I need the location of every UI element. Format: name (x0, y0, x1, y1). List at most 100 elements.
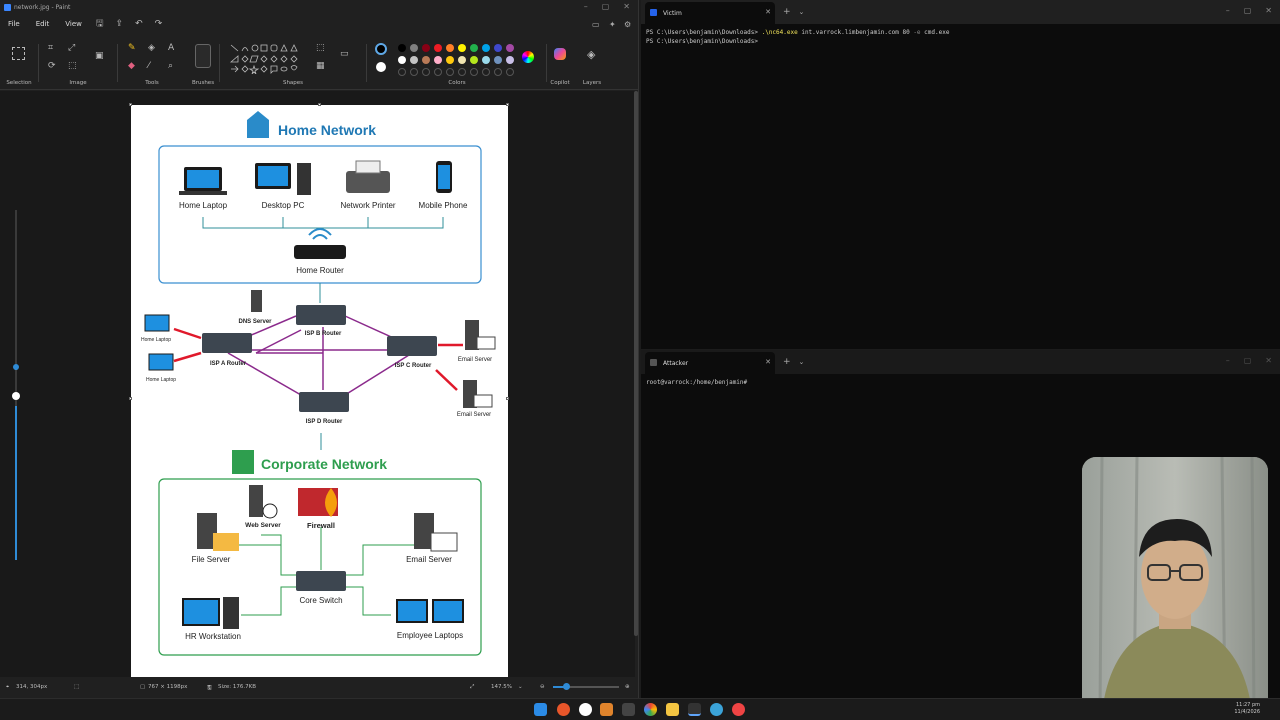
menu-view[interactable]: View (65, 20, 82, 28)
victim-terminal-output[interactable]: PS C:\Users\benjamin\Downloads> .\nc64.e… (641, 24, 1280, 50)
color-swatch[interactable] (410, 44, 418, 52)
file-explorer-icon[interactable] (666, 703, 679, 716)
custom-color-slot[interactable] (482, 68, 490, 76)
share-icon[interactable]: ⇪ (115, 19, 124, 29)
start-icon[interactable] (534, 703, 547, 716)
zoom-slider-thumb[interactable] (563, 683, 570, 690)
custom-color-slot[interactable] (410, 68, 418, 76)
custom-color-slot[interactable] (434, 68, 442, 76)
minimize-icon[interactable]: – (1225, 356, 1230, 365)
fit-icon[interactable]: ⤢ (470, 684, 475, 690)
color-swatch[interactable] (494, 44, 502, 52)
image-options-icon[interactable]: ▣ (95, 51, 104, 61)
redo-icon[interactable]: ↷ (154, 19, 163, 29)
windows-terminal-icon[interactable] (688, 703, 701, 716)
color-swatch[interactable] (398, 56, 406, 64)
custom-color-slot[interactable] (398, 68, 406, 76)
tab-victim[interactable]: Victim ✕ (645, 2, 775, 24)
custom-color-slot[interactable] (494, 68, 502, 76)
zoom-dropdown-icon[interactable]: ⌄ (518, 684, 523, 690)
save-icon[interactable]: 🖫 (95, 19, 104, 29)
outline-icon[interactable]: ⬚ (316, 43, 325, 53)
custom-color-slot[interactable] (422, 68, 430, 76)
shape-options-icon[interactable]: ▭ (340, 49, 349, 59)
color-swatch[interactable] (422, 56, 430, 64)
brush-size-slider[interactable] (12, 210, 20, 560)
rotate-icon[interactable]: ⟳ (48, 61, 56, 71)
tab-dropdown-icon[interactable]: ⌄ (798, 358, 805, 366)
custom-color-slot[interactable] (506, 68, 514, 76)
color-swatch[interactable] (482, 56, 490, 64)
new-tab-icon[interactable]: + (783, 7, 791, 17)
copilot-icon[interactable] (554, 48, 566, 60)
maximize-icon[interactable]: ▢ (1243, 356, 1252, 365)
color-swatch[interactable] (446, 56, 454, 64)
select-image-icon[interactable]: ⬚ (68, 61, 77, 71)
pin-icon[interactable]: ✦ (609, 20, 616, 29)
resize-handle[interactable] (129, 397, 132, 400)
burp-icon[interactable] (600, 703, 613, 716)
custom-color-slot[interactable] (458, 68, 466, 76)
vertical-scrollbar[interactable] (634, 91, 638, 636)
tab-attacker[interactable]: Attacker ✕ (645, 352, 775, 374)
custom-color-slot[interactable] (470, 68, 478, 76)
close-icon[interactable]: ✕ (623, 2, 630, 11)
zoom-level[interactable]: 147.5% (491, 684, 512, 690)
eraser-icon[interactable]: ◆ (128, 61, 135, 71)
menu-file[interactable]: File (8, 20, 20, 28)
slider-thumb[interactable] (13, 364, 19, 370)
resize-handle[interactable] (506, 103, 509, 106)
zoom-in-icon[interactable]: ⊕ (625, 684, 630, 690)
color-swatch[interactable] (434, 56, 442, 64)
magnifier-icon[interactable]: ⌕ (168, 61, 174, 71)
shape-fill-icon[interactable]: ▦ (316, 61, 325, 71)
crop-icon[interactable]: ⌗ (48, 43, 54, 53)
color-swatch[interactable] (458, 44, 466, 52)
close-icon[interactable]: ✕ (1265, 356, 1272, 365)
undo-icon[interactable]: ↶ (135, 19, 143, 29)
resize-icon[interactable]: ⤢ (68, 43, 76, 53)
layers-icon[interactable]: ◈ (587, 48, 596, 61)
close-tab-icon[interactable]: ✕ (765, 8, 771, 16)
maximize-icon[interactable]: ▢ (1243, 6, 1252, 15)
app-icon[interactable] (579, 703, 592, 716)
resize-handle[interactable] (318, 103, 321, 106)
close-tab-icon[interactable]: ✕ (765, 358, 771, 366)
resize-handle[interactable] (129, 103, 132, 106)
color-swatch[interactable] (446, 44, 454, 52)
canvas-image[interactable]: Home Network Home Laptop Desktop PC Netw… (131, 105, 508, 677)
menu-edit[interactable]: Edit (35, 20, 50, 28)
color-swatch[interactable] (458, 56, 466, 64)
primary-color-swatch[interactable] (375, 43, 387, 55)
minimize-icon[interactable]: – (583, 2, 588, 11)
feedback-icon[interactable]: ▭ (592, 20, 600, 29)
zoom-out-icon[interactable]: ⊖ (540, 684, 545, 690)
tab-dropdown-icon[interactable]: ⌄ (798, 8, 805, 16)
system-tray[interactable]: 11:27 pm 11/4/2026 (1234, 702, 1260, 716)
close-icon[interactable]: ✕ (1265, 6, 1272, 15)
color-picker-icon[interactable]: ⁄ (148, 61, 150, 71)
opacity-icon[interactable] (12, 392, 20, 400)
color-swatch[interactable] (470, 44, 478, 52)
shapes-gallery-icon[interactable] (228, 42, 308, 74)
zoom-slider[interactable] (553, 686, 619, 688)
edge-icon[interactable] (710, 703, 723, 716)
chrome-icon[interactable] (644, 703, 657, 716)
color-swatch[interactable] (470, 56, 478, 64)
maximize-icon[interactable]: ▢ (601, 2, 610, 11)
firefox-icon[interactable] (557, 703, 570, 716)
text-tool-icon[interactable]: A (168, 43, 175, 53)
selection-group[interactable]: Selection (0, 38, 38, 90)
brush-icon[interactable] (195, 44, 211, 68)
color-swatch[interactable] (482, 44, 490, 52)
color-swatch[interactable] (398, 44, 406, 52)
terminal-icon[interactable] (622, 703, 635, 716)
resize-handle[interactable] (506, 397, 509, 400)
settings-icon[interactable]: ⚙ (624, 20, 632, 29)
recorder-icon[interactable] (732, 703, 745, 716)
color-swatch[interactable] (506, 44, 514, 52)
selection-icon[interactable] (12, 47, 25, 60)
color-swatch[interactable] (422, 44, 430, 52)
edit-colors-icon[interactable] (522, 51, 534, 63)
pencil-icon[interactable]: ✎ (128, 43, 136, 53)
